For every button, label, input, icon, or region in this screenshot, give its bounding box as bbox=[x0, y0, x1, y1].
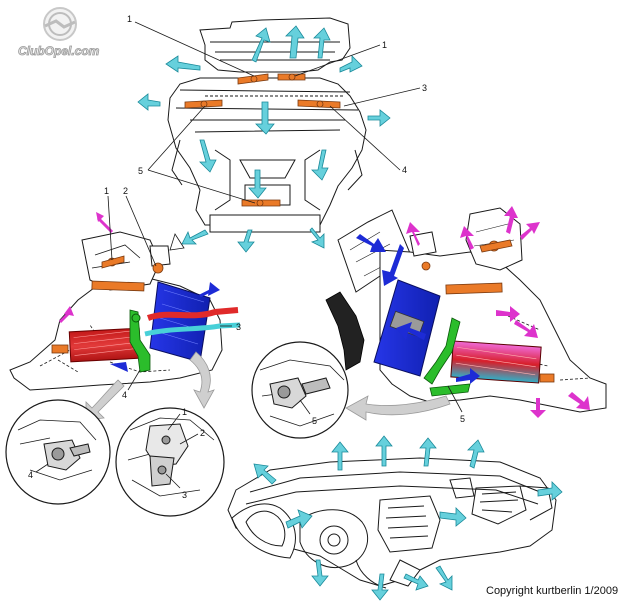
inset-pointer-arrow-middle bbox=[189, 351, 215, 409]
top-callout-1a: 1 bbox=[127, 14, 132, 24]
inset-left-callout-4: 4 bbox=[28, 470, 33, 480]
right-hvac-section: 5 bbox=[325, 206, 607, 424]
left-callout-2: 2 bbox=[123, 186, 128, 196]
dashboard bbox=[227, 435, 563, 601]
left-callout-leaders bbox=[107, 195, 232, 391]
inset-pointer-arrow-right bbox=[345, 395, 451, 421]
top-callout-1b: 1 bbox=[382, 40, 387, 50]
clubopel-logo: ClubOpel.com bbox=[18, 7, 100, 58]
inset-middle-callout-3: 3 bbox=[182, 490, 187, 500]
airflow-arrows-dashboard bbox=[253, 435, 563, 601]
blower-duct-black bbox=[325, 291, 365, 371]
top-callout-4: 4 bbox=[402, 165, 407, 175]
inset-actuator-middle: 1 2 3 bbox=[115, 407, 225, 517]
top-callout-5: 5 bbox=[138, 166, 143, 176]
left-callout-1: 1 bbox=[104, 186, 109, 196]
right-callout-5: 5 bbox=[460, 414, 465, 424]
airflow-arrows-right bbox=[356, 206, 590, 418]
left-callout-4: 4 bbox=[122, 390, 127, 400]
refrigerant-pipe-hot bbox=[146, 307, 239, 321]
copyright-notice: Copyright kurtberlin 1/2009 bbox=[486, 585, 619, 597]
temperature-actuator-right bbox=[423, 317, 461, 385]
inset-right-callout-5: 5 bbox=[312, 416, 317, 426]
refrigerant-pipe-cold bbox=[144, 322, 241, 337]
inset-actuator-right: 5 bbox=[251, 341, 349, 439]
left-callout-labels: 1 2 3 4 bbox=[104, 186, 241, 400]
logo-text: ClubOpel.com bbox=[18, 44, 100, 58]
top-hvac-unit bbox=[134, 17, 421, 253]
top-callout-leaders bbox=[134, 21, 421, 204]
mode-door-top bbox=[184, 73, 341, 207]
top-callout-labels: 1 1 3 4 5 bbox=[127, 14, 427, 176]
top-callout-3: 3 bbox=[422, 83, 427, 93]
inset-actuator-left: 4 bbox=[5, 399, 111, 505]
airflow-arrows-top bbox=[137, 25, 391, 253]
airflow-arrows-left bbox=[58, 212, 220, 372]
left-hvac-section: 1 2 3 4 bbox=[9, 186, 241, 421]
inset-middle-callout-1: 1 bbox=[182, 407, 187, 417]
inset-middle-callout-2: 2 bbox=[200, 428, 205, 438]
mode-doors-right bbox=[421, 239, 555, 383]
left-callout-3: 3 bbox=[236, 322, 241, 332]
right-callout-leader bbox=[447, 385, 463, 413]
mode-doors-left bbox=[51, 255, 164, 354]
